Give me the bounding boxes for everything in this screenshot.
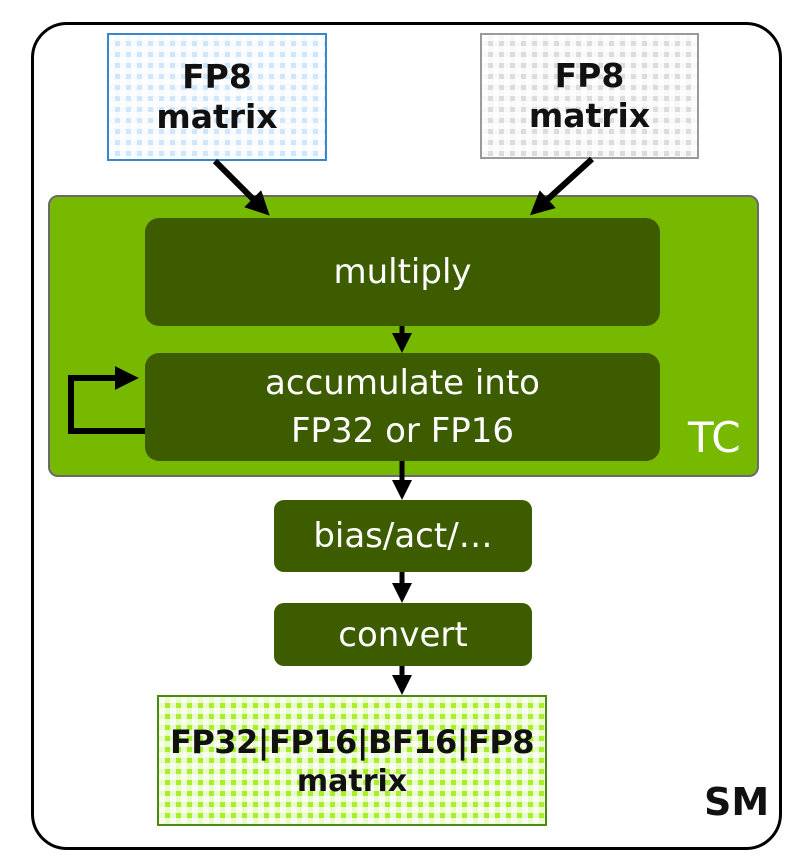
bias-label: bias/act/…	[313, 516, 493, 556]
convert-label: convert	[338, 614, 468, 655]
accumulate-stage: accumulate into FP32 or FP16	[145, 353, 660, 461]
input-matrix-a: FP8 matrix	[107, 33, 327, 161]
input-matrix-b: FP8 matrix	[480, 33, 699, 159]
output-kind: matrix	[296, 763, 408, 799]
input-a-kind: matrix	[156, 97, 278, 136]
multiply-label: multiply	[333, 252, 472, 292]
output-matrix: FP32|FP16|BF16|FP8 matrix	[157, 695, 547, 826]
output-types: FP32|FP16|BF16|FP8	[169, 722, 535, 761]
accumulate-label-line2: FP32 or FP16	[290, 411, 515, 451]
input-matrix-b-label: FP8 matrix	[482, 56, 697, 136]
sm-label: SM	[704, 780, 770, 824]
bias-activation-stage: bias/act/…	[274, 500, 532, 572]
accumulate-label-line1: accumulate into	[265, 363, 540, 403]
input-matrix-a-label: FP8 matrix	[109, 57, 325, 137]
multiply-stage: multiply	[145, 218, 660, 326]
tensor-core-label: TC	[688, 413, 741, 462]
input-b-kind: matrix	[528, 96, 651, 135]
input-b-type: FP8	[554, 56, 625, 95]
convert-stage: convert	[274, 603, 532, 666]
output-matrix-label: FP32|FP16|BF16|FP8 matrix	[159, 721, 545, 801]
input-a-type: FP8	[182, 57, 252, 96]
